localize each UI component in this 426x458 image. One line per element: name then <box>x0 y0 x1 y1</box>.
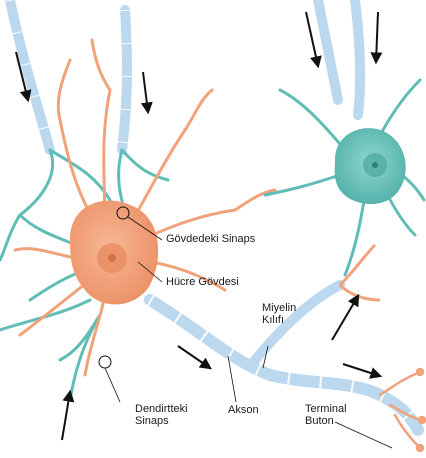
arrow-icon <box>306 12 318 66</box>
arrow-icon <box>376 12 378 62</box>
arrow-icon <box>332 296 358 340</box>
arrow-icon <box>62 392 70 440</box>
direction-arrows <box>16 12 380 440</box>
arrow-icon <box>143 72 148 112</box>
incoming-axon-left <box>10 0 127 150</box>
arrow-icon <box>343 364 380 376</box>
terminal-label-line2: Buton <box>305 415 369 427</box>
cell-body <box>70 201 158 305</box>
teal-neuron-body <box>335 128 406 204</box>
cell-body-label: Hücre Gövdesi <box>166 276 239 288</box>
incoming-axon-right <box>318 0 360 115</box>
axon-label: Akson <box>228 404 259 416</box>
myelin-label-line1: Miyelin <box>262 302 326 314</box>
myelin-sheath-label: Miyelin Kılıfı <box>262 302 326 326</box>
myelin-label-line2: Kılıfı <box>262 314 326 326</box>
dendrite-synapse-label: Dendirtteki Sinaps <box>135 403 199 427</box>
terminal-label-line1: Terminal <box>305 403 369 415</box>
terminal-button-label: Terminal Buton <box>305 403 369 427</box>
soma-synapse-label: Gövdedeki Sinaps <box>166 233 255 245</box>
arrow-icon <box>178 346 210 368</box>
dendrite-synapse-circle <box>99 356 111 368</box>
dendrite-synapse-line1: Dendirtteki <box>135 403 199 415</box>
dendrite-synapse-line2: Sinaps <box>135 415 199 427</box>
